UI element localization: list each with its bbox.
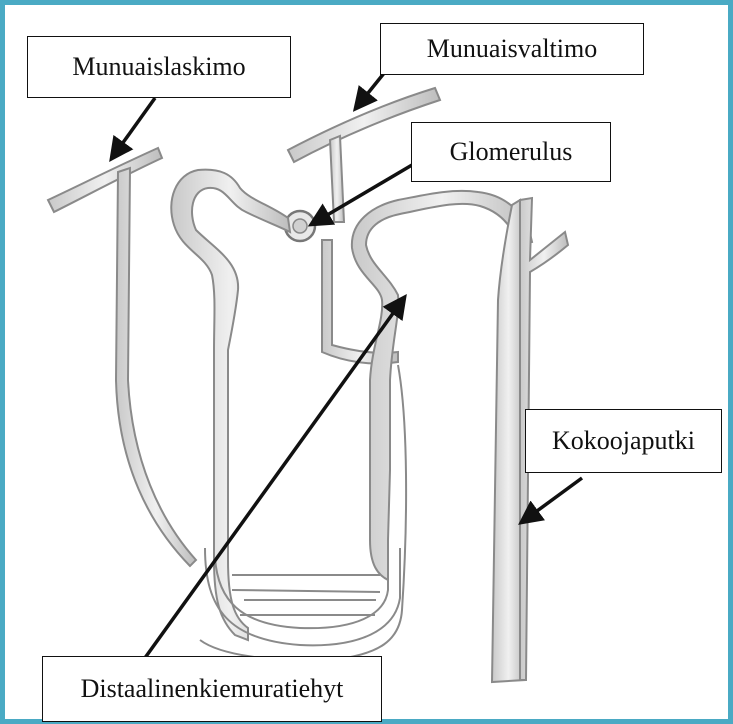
- label-kokoojaputki: Kokoojaputki: [525, 409, 722, 473]
- label-munuaislaskimo: Munuaislaskimo: [27, 36, 291, 98]
- arrow-distaalinen: [142, 298, 404, 662]
- label-glomerulus: Glomerulus: [411, 122, 611, 182]
- arrow-munuaisvaltimo: [356, 72, 385, 108]
- proximal-tubule: [171, 170, 290, 640]
- label-munuaisvaltimo: Munuaisvaltimo: [380, 23, 644, 75]
- arrow-kokoojaputki: [522, 478, 582, 522]
- label-distaalinen: Distaalinenkiemuratiehyt: [42, 656, 382, 722]
- arrow-munuaislaskimo: [112, 98, 155, 158]
